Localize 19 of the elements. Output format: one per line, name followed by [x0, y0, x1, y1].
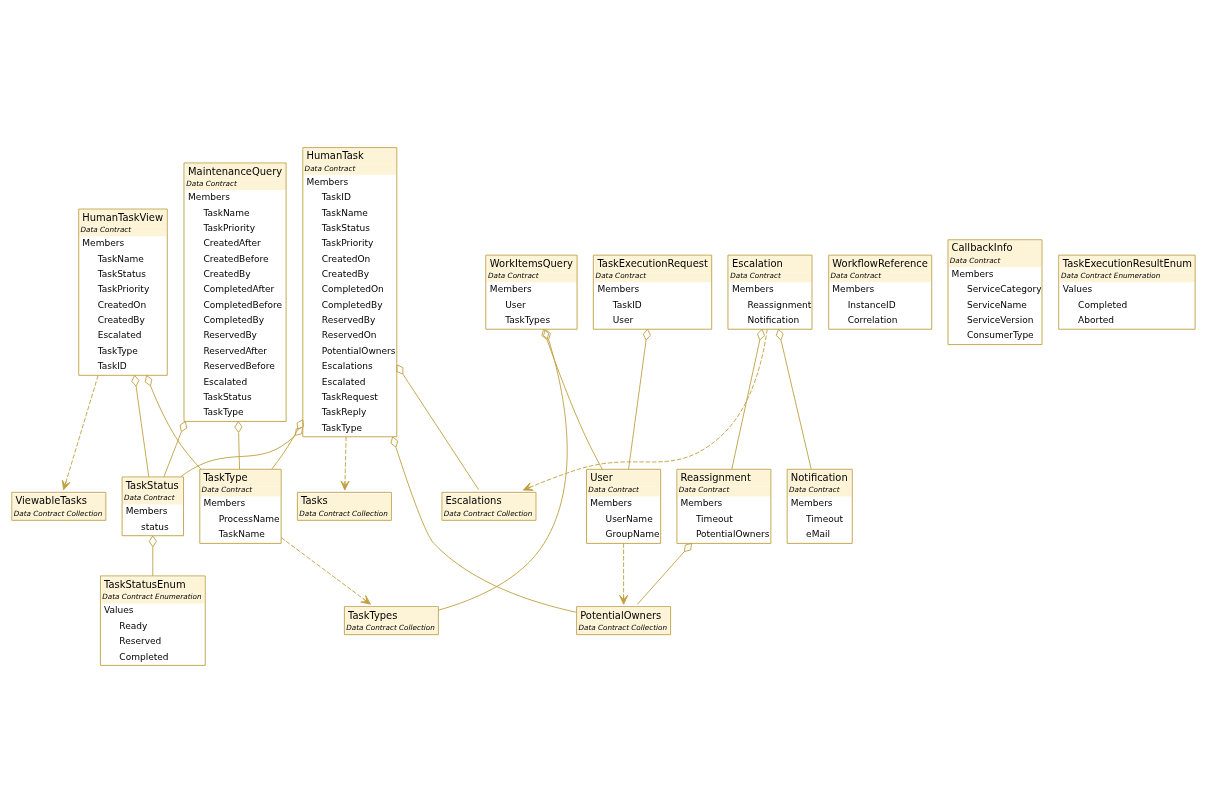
- arrow: [619, 542, 629, 605]
- connector: [636, 542, 693, 605]
- connector: [234, 420, 243, 469]
- connector: [131, 374, 150, 477]
- connector: [271, 418, 304, 469]
- connector: [180, 426, 304, 477]
- connector: [775, 328, 812, 469]
- connector: [144, 374, 202, 470]
- connector: [390, 435, 577, 613]
- arrow: [61, 374, 99, 490]
- connector: [731, 328, 765, 469]
- arrow: [280, 536, 371, 605]
- connector: [396, 364, 480, 490]
- connector: [148, 534, 157, 576]
- connector: [163, 420, 188, 477]
- connector: [541, 328, 603, 470]
- arrow: [340, 435, 350, 490]
- connector: [437, 328, 568, 611]
- connector: [628, 328, 651, 469]
